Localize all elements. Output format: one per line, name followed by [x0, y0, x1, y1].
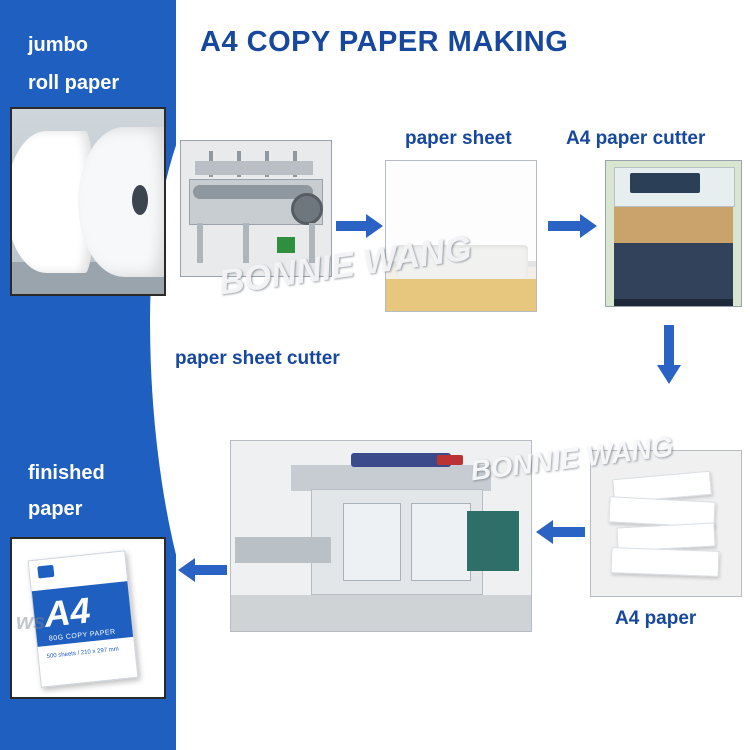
label-finished-paper-line1: finished — [28, 462, 105, 484]
machine-leg-right — [309, 223, 315, 263]
machine-flywheel — [291, 193, 323, 225]
ream-brand-text: A4 — [42, 589, 93, 635]
machine-side-unit — [467, 511, 519, 571]
machine-leg-left — [197, 223, 203, 263]
machine-cable-tray — [351, 453, 451, 467]
watermark-photo-text: ws — [16, 609, 46, 634]
machine-roller — [193, 185, 313, 199]
arrow-left-icon — [533, 518, 585, 546]
label-paper-sheet-cutter: paper sheet cutter — [175, 348, 340, 369]
sheet-fold — [396, 245, 528, 279]
label-paper-sheet: paper sheet — [405, 128, 512, 149]
photo-paper-sheet — [385, 160, 537, 312]
machine-top-frame — [195, 161, 313, 175]
cutter-control-panel — [630, 173, 700, 193]
photo-packing-machine — [230, 440, 532, 632]
photo-finished-paper: A4 80G COPY PAPER 500 sheets / 210 x 297… — [10, 537, 166, 699]
photo-a4-paper-stack — [590, 450, 742, 597]
cutter-base — [614, 243, 733, 299]
photo-jumbo-roll-paper — [10, 107, 166, 296]
machine-base — [231, 595, 531, 631]
machine-conveyor — [235, 537, 331, 563]
ream-logo-icon — [37, 564, 55, 579]
ream-spec-text: 500 sheets / 210 x 297 mm — [46, 646, 120, 660]
machine-door-right — [411, 503, 471, 581]
photo-a4-paper-cutter — [605, 160, 742, 307]
arrow-left-icon — [175, 556, 227, 584]
machine-leg-mid — [243, 223, 249, 263]
cutter-table — [614, 207, 733, 243]
photo-paper-sheet-cutter — [180, 140, 332, 277]
label-finished-paper-line2: paper — [28, 498, 83, 520]
machine-motor — [277, 237, 295, 253]
label-jumbo-roll-line1: jumbo — [28, 34, 88, 56]
label-jumbo-roll-line2: roll paper — [28, 72, 120, 94]
machine-top-cover — [291, 465, 491, 491]
sheet-table — [386, 279, 536, 311]
machine-indicator — [437, 455, 463, 465]
arrow-right-icon — [336, 212, 384, 240]
cutter-foot — [614, 299, 733, 306]
paper-roll-right — [78, 127, 164, 277]
label-a4-paper: A4 paper — [615, 608, 697, 629]
arrow-down-icon — [655, 325, 683, 385]
page-title: A4 COPY PAPER MAKING — [200, 26, 569, 58]
label-a4-paper-cutter: A4 paper cutter — [566, 128, 706, 149]
arrow-right-icon — [548, 212, 598, 240]
paper-roll-core — [132, 185, 148, 215]
paper-stack-4 — [610, 547, 720, 577]
machine-door-left — [343, 503, 401, 581]
